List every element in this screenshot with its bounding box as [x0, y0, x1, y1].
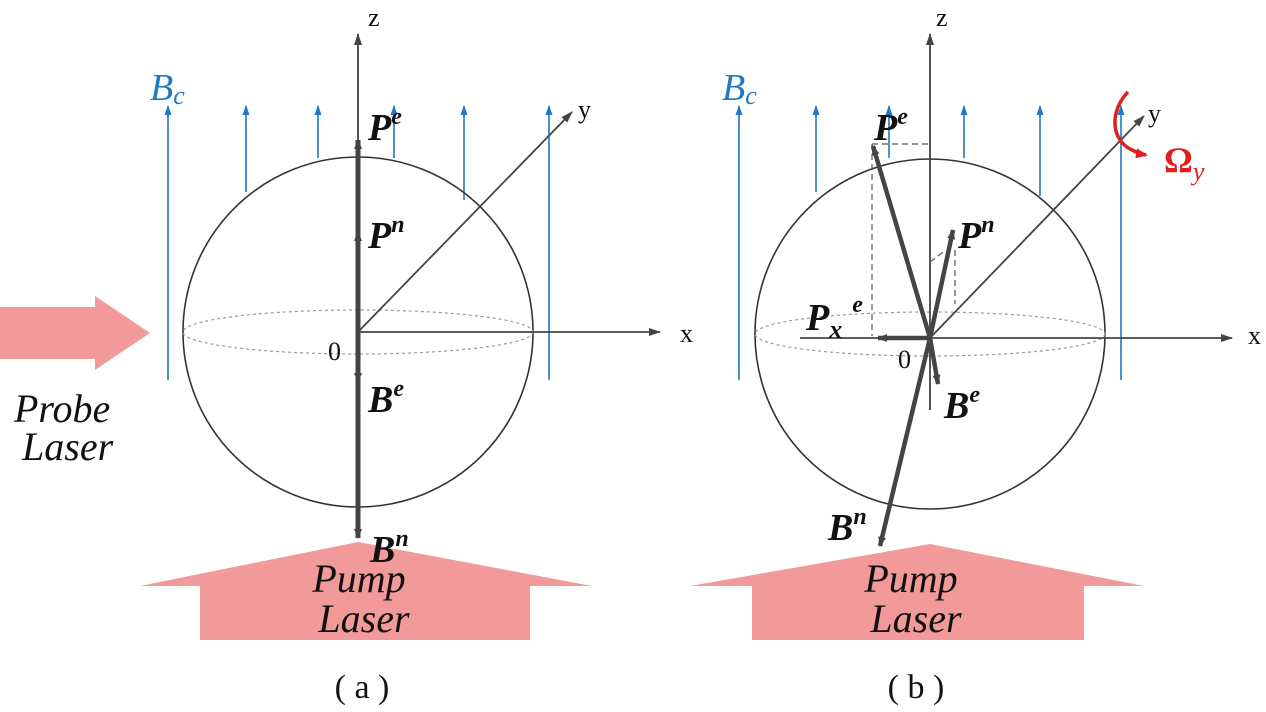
axis-z-label-a: z [368, 3, 380, 32]
label-be-a: Be [367, 376, 404, 421]
label-pe-b: Pe [873, 104, 908, 149]
probe-laser-label-a: Probe Laser [13, 386, 120, 469]
rotation-label-b: Ωy [1164, 140, 1205, 186]
label-pn-b: Pn [957, 212, 995, 257]
axis-y-label-b: y [1148, 99, 1161, 128]
projection-lines-b [872, 144, 955, 336]
vector-pn-b [930, 230, 953, 338]
label-pn-a: Pn [367, 212, 405, 257]
caption-a: ( a ) [335, 669, 390, 706]
vector-be-b [930, 338, 938, 384]
axes-b [800, 34, 1232, 410]
label-bn-b: Bn [827, 504, 867, 549]
axis-z-label-b: z [936, 3, 948, 32]
field-label-a: Bc [150, 67, 185, 110]
pump-laser-label-b: Pump Laser [863, 556, 967, 641]
field-label-b: Bc [722, 67, 757, 110]
vectors-b [873, 146, 953, 546]
pump-laser-label-a: Pump Laser [311, 556, 415, 641]
panel-b: z y x 0 Bc Pe Pn Pxe Be Bn Ωy Pump Laser… [690, 3, 1261, 706]
label-pxe-b: Pxe [805, 292, 863, 344]
origin-label-b: 0 [898, 345, 911, 374]
axis-y-label-a: y [578, 95, 591, 124]
axes-a [358, 34, 660, 500]
label-be-b: Be [943, 382, 980, 427]
rotation-arrow-b [1115, 92, 1146, 155]
axis-x-label-b: x [1248, 321, 1261, 350]
axis-x-label-a: x [680, 319, 693, 348]
probe-laser-arrow-a [0, 296, 150, 370]
caption-b: ( b ) [888, 669, 945, 706]
panel-a: z y x 0 Bc Pe Pn Be Bn Probe Laser Pump … [0, 3, 693, 706]
vector-pe-b [873, 146, 930, 338]
origin-label-a: 0 [328, 337, 341, 366]
label-pe-a: Pe [367, 104, 402, 149]
